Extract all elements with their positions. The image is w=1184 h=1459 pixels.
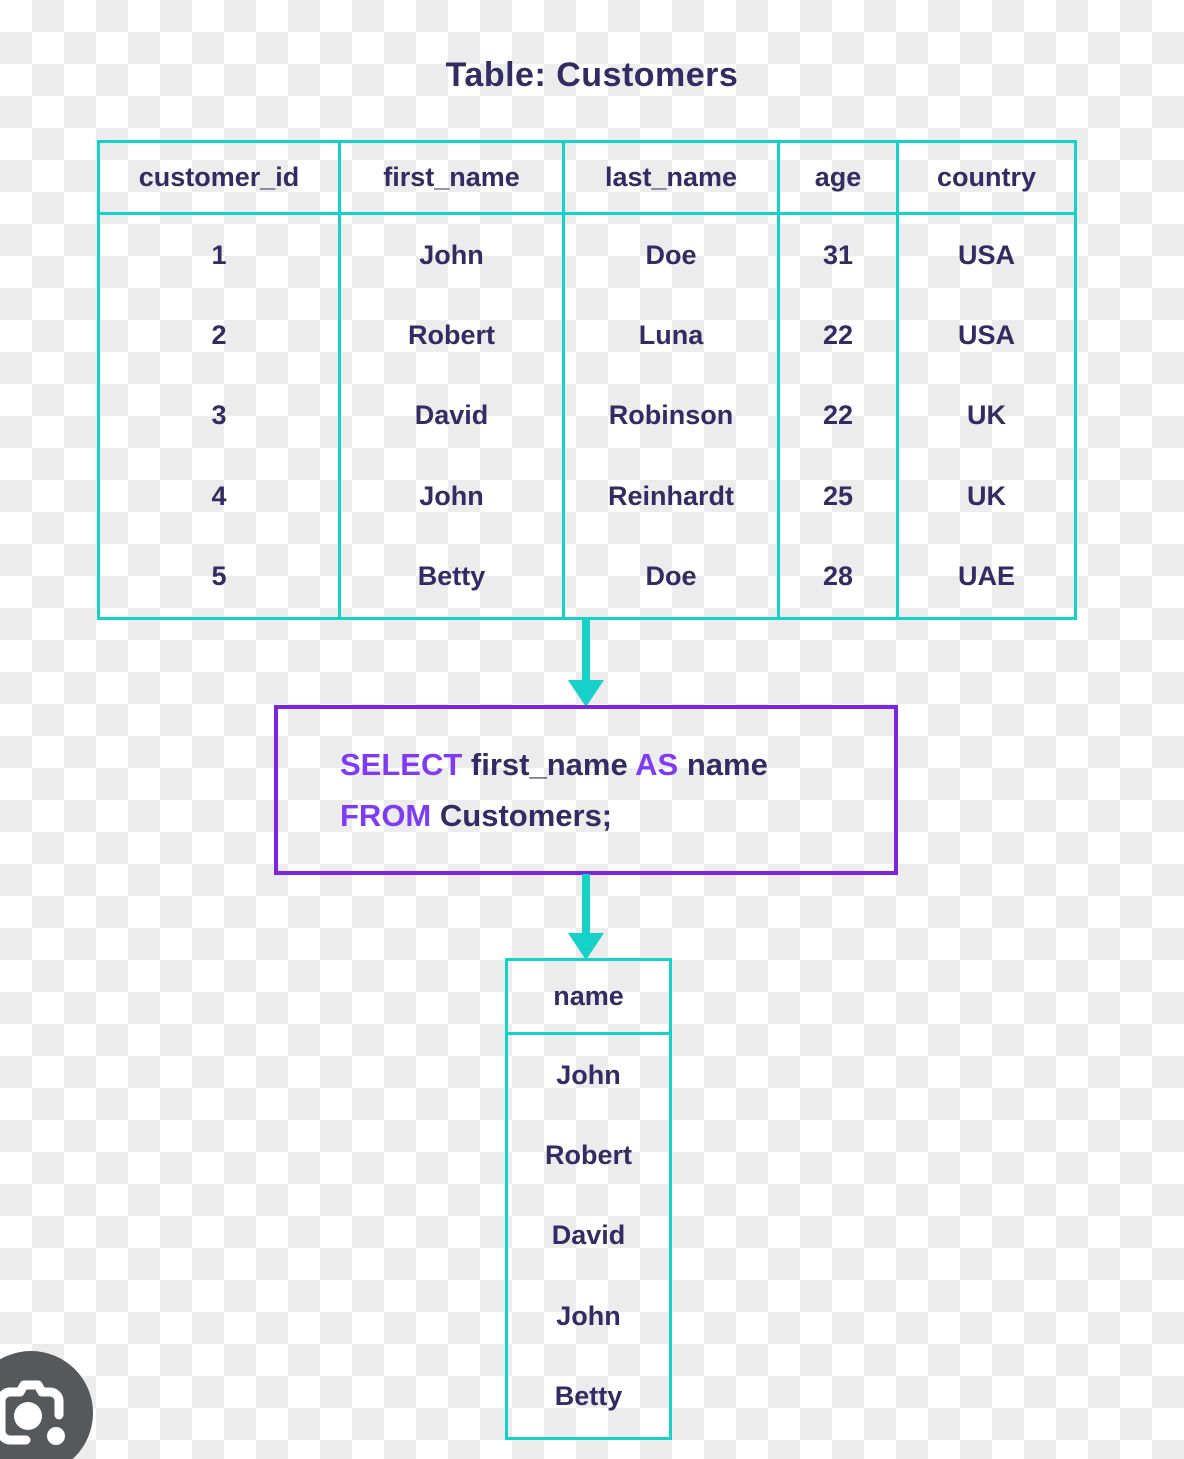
camera-icon[interactable] (0, 1350, 94, 1459)
table-cell: UAE (957, 561, 1015, 592)
table-cell: 22 (822, 320, 854, 351)
result-column-values: John Robert David John Betty (508, 1035, 669, 1437)
arrow-head (568, 680, 604, 707)
column-header-age: age (780, 143, 896, 215)
result-cell: Robert (545, 1140, 632, 1171)
customers-column-first-name: first_name John Robert David John Betty (341, 143, 565, 617)
table-cell: John (419, 480, 484, 511)
column-header-country: country (899, 143, 1074, 215)
customers-column-customer-id: customer_id 1 2 3 4 5 (100, 143, 341, 617)
result-cell: John (556, 1300, 621, 1331)
sql-keyword-select: SELECT (340, 746, 463, 782)
table-cell: 4 (211, 480, 227, 511)
column-header-customer-id: customer_id (100, 143, 338, 215)
arrow-down-icon (568, 874, 604, 960)
arrow-stem (582, 620, 590, 682)
table-cell: UK (967, 480, 1006, 511)
table-cell: 2 (211, 320, 227, 351)
table-cell: 22 (822, 400, 854, 431)
table-cell: 5 (211, 561, 227, 592)
column-header-last-name: last_name (565, 143, 777, 215)
arrow-head (568, 933, 604, 960)
sql-table-name: Customers; (431, 797, 613, 833)
table-cell: 25 (822, 480, 854, 511)
sql-keyword-as: AS (635, 746, 679, 782)
table-cell: USA (957, 239, 1015, 270)
column-values-last-name: Doe Luna Robinson Reinhardt Doe (565, 215, 777, 617)
customers-column-age: age 31 22 22 25 28 (780, 143, 899, 617)
table-cell: David (414, 400, 489, 431)
table-cell: Reinhardt (607, 480, 734, 511)
arrow-stem (582, 874, 590, 935)
customers-table: customer_id 1 2 3 4 5 first_name John Ro… (97, 140, 1077, 620)
result-cell: John (556, 1059, 621, 1090)
column-header-first-name: first_name (341, 143, 562, 215)
sql-line-1: SELECT first_name AS name (340, 744, 894, 786)
table-cell: 1 (211, 239, 227, 270)
table-cell: Betty (417, 561, 486, 592)
table-cell: Doe (645, 561, 697, 592)
sql-alias: name (678, 746, 768, 782)
result-table: name John Robert David John Betty (505, 958, 672, 1440)
arrow-down-icon (568, 620, 604, 707)
customers-column-last-name: last_name Doe Luna Robinson Reinhardt Do… (565, 143, 780, 617)
result-column-header: name (508, 961, 669, 1035)
column-values-age: 31 22 22 25 28 (780, 215, 896, 617)
sql-query-box: SELECT first_name AS name FROM Customers… (274, 705, 898, 875)
table-cell: 3 (211, 400, 227, 431)
table-cell: Doe (645, 239, 697, 270)
table-cell: 28 (822, 561, 854, 592)
sql-column-name: first_name (462, 746, 636, 782)
result-cell: Betty (554, 1381, 623, 1412)
sql-line-2: FROM Customers; (340, 795, 894, 837)
table-cell: John (419, 239, 484, 270)
table-cell: Robinson (608, 400, 734, 431)
column-values-customer-id: 1 2 3 4 5 (100, 215, 338, 617)
column-values-country: USA USA UK UK UAE (899, 215, 1074, 617)
table-cell: Luna (638, 320, 704, 351)
sql-keyword-from: FROM (340, 797, 432, 833)
table-cell: USA (957, 320, 1015, 351)
result-cell: David (551, 1220, 626, 1251)
customers-column-country: country USA USA UK UK UAE (899, 143, 1074, 617)
table-cell: 31 (822, 239, 854, 270)
column-values-first-name: John Robert David John Betty (341, 215, 562, 617)
diagram-title: Table: Customers (445, 56, 739, 94)
table-cell: Robert (408, 320, 495, 351)
table-cell: UK (967, 400, 1006, 431)
